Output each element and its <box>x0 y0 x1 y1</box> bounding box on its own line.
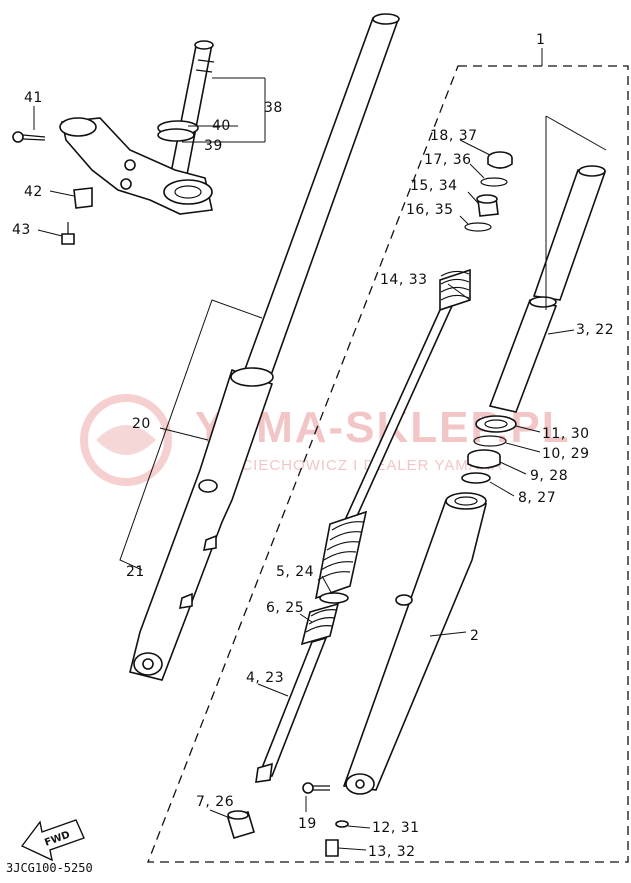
part-drain-screw <box>325 839 339 857</box>
leader-14 <box>447 283 471 301</box>
leader-15 <box>467 191 479 204</box>
fwd-arrow-icon: FWD <box>20 819 85 862</box>
callout-38: 38 <box>264 100 283 116</box>
callout-16: 16, 35 <box>406 202 454 218</box>
leader-7 <box>209 809 231 819</box>
part-dust-seal <box>475 415 517 433</box>
assembly-boundary-1 <box>147 65 629 863</box>
callout-17: 17, 36 <box>424 152 472 168</box>
callout-21: 21 <box>126 564 145 580</box>
callout-14: 14, 33 <box>380 272 428 288</box>
callout-7: 7, 26 <box>196 794 234 810</box>
leader-18 <box>459 139 491 156</box>
callout-3: 3, 22 <box>576 322 614 338</box>
leader-4 <box>257 683 289 697</box>
callout-20: 20 <box>132 416 151 432</box>
leader-6 <box>299 613 313 623</box>
leader-20 <box>159 427 209 441</box>
leader-3-a <box>545 115 607 151</box>
part-damper-ring <box>319 592 349 604</box>
leader-11 <box>515 425 541 433</box>
callout-12: 12, 31 <box>372 820 420 836</box>
callout-15: 15, 34 <box>410 178 458 194</box>
part-outer-tube-right <box>342 492 488 795</box>
watermark: YAMA-SKLEP.PL WOJCIECHOWICZ I DEALER YAM… <box>80 394 569 486</box>
callout-5: 5, 24 <box>276 564 314 580</box>
callout-1: 1 <box>536 32 545 48</box>
part-oil-seal <box>467 449 501 469</box>
leader-9 <box>499 461 527 475</box>
part-bolt-19 <box>302 782 330 794</box>
callout-18: 18, 37 <box>430 128 478 144</box>
part-retaining-clip <box>473 435 507 447</box>
callouts: 1 2 3, 22 4, 23 5, 24 6, 25 7, 26 8, 27 … <box>12 32 614 860</box>
diagram-code: 3JCG100-5250 <box>6 861 93 875</box>
callout-6: 6, 25 <box>266 600 304 616</box>
watermark-logo-icon <box>80 394 172 486</box>
callout-40: 40 <box>212 118 231 134</box>
callout-2: 2 <box>470 628 479 644</box>
callout-43: 43 <box>12 222 31 238</box>
callout-8: 8, 27 <box>518 490 556 506</box>
left-fork-assembly <box>129 13 400 681</box>
part-circlip <box>480 177 508 187</box>
leader-8 <box>489 481 515 497</box>
part-o-ring <box>464 222 492 232</box>
part-seal-washer <box>461 472 491 484</box>
leader-3-c <box>547 329 575 335</box>
callout-11: 11, 30 <box>542 426 590 442</box>
leader-12 <box>347 825 371 829</box>
part-rebound-spring <box>300 602 340 646</box>
leader-2 <box>429 631 467 637</box>
part-oil-lock-piece <box>227 810 255 839</box>
watermark-subline: WOJCIECHOWICZ I DEALER YAMAHA <box>205 457 503 474</box>
callout-39: 39 <box>204 138 223 154</box>
callout-19: 19 <box>298 816 317 832</box>
leader-17 <box>469 163 485 179</box>
callout-10: 10, 29 <box>542 446 590 462</box>
part-inner-tube-right <box>488 165 607 413</box>
callout-42: 42 <box>24 184 43 200</box>
callout-9: 9, 28 <box>530 468 568 484</box>
leader-16 <box>459 215 469 225</box>
part-fork-spring <box>314 268 471 600</box>
callout-13: 13, 32 <box>368 844 416 860</box>
leader-5 <box>321 575 333 595</box>
leader-42 <box>49 190 75 197</box>
callout-41: 41 <box>24 90 43 106</box>
part-spacer <box>476 194 499 217</box>
steering-stem-assembly <box>12 40 215 245</box>
part-cap-bolt <box>487 151 513 169</box>
leader-13 <box>337 847 367 851</box>
part-damper-rod <box>255 636 328 783</box>
callout-4: 4, 23 <box>246 670 284 686</box>
leader-10 <box>505 442 541 453</box>
leader-43 <box>37 229 63 237</box>
part-washer <box>335 820 349 828</box>
